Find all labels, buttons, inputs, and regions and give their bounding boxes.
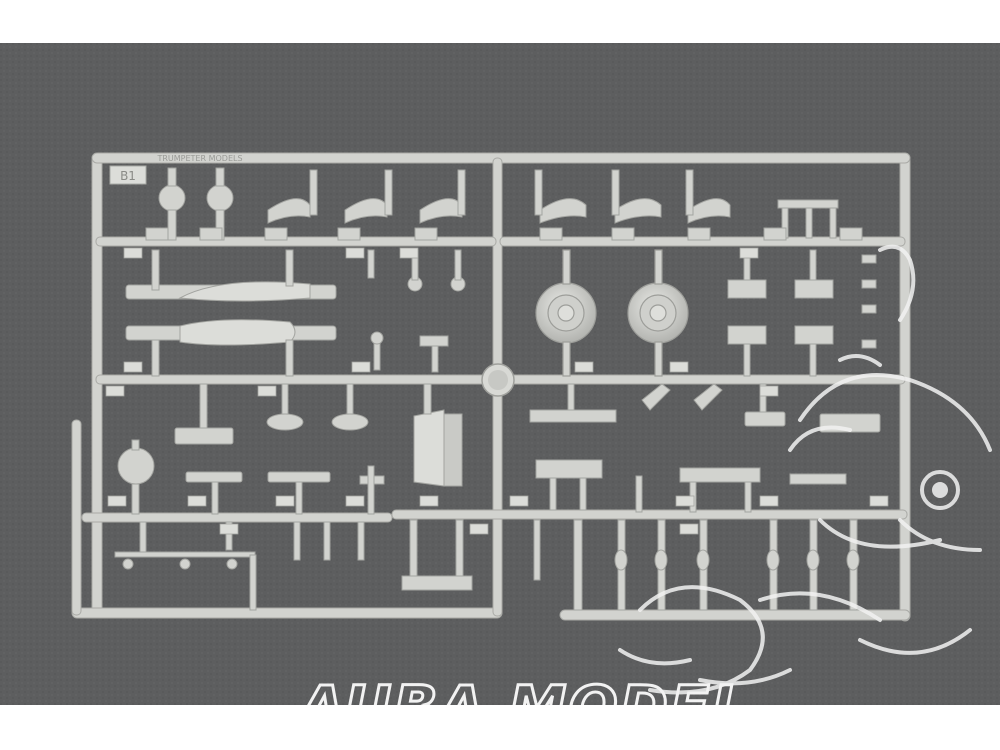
- mid-left-parts: [117, 383, 463, 515]
- bottom-parts: [114, 519, 860, 611]
- mid-right-parts: [529, 383, 881, 513]
- bottom-white-border: [0, 705, 1000, 750]
- sprue-engraving: TRUMPETER MODELS: [156, 154, 242, 163]
- mold-id-label: B1: [120, 169, 136, 183]
- sprue-center-hub: [481, 363, 515, 397]
- sprue-frame: [71, 152, 911, 622]
- dome-parts: [535, 249, 689, 377]
- gate-tabs: [105, 247, 889, 535]
- cartoon-bird-mascot-icon: [618, 244, 992, 695]
- top-right-parts: [534, 169, 863, 241]
- right-block-parts: [727, 249, 877, 377]
- long-bracket-parts: [125, 249, 466, 377]
- top-left-parts: [145, 167, 466, 241]
- mold-id-tab: B1: [109, 165, 147, 185]
